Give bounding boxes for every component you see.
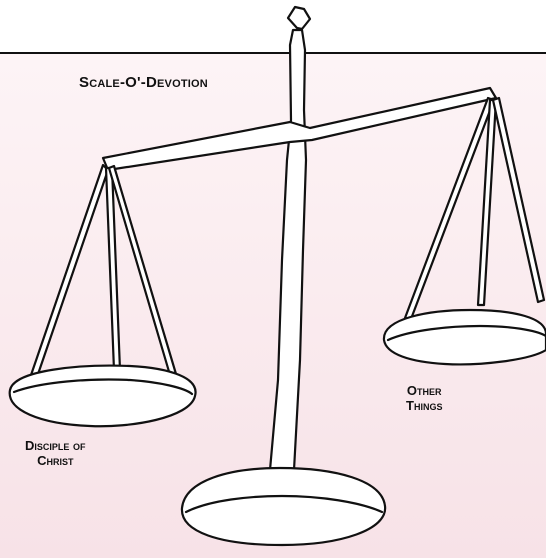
left-pan-label: Disciple of Christ [25, 438, 86, 468]
scale-base [182, 468, 385, 545]
scale-finial [288, 7, 310, 29]
left-pan [10, 366, 196, 427]
right-pan-label: Other Things [406, 383, 442, 413]
scale-post [270, 30, 306, 470]
left-pan-string [30, 165, 108, 380]
diagram-title: Scale-O'-Devotion [79, 74, 208, 91]
right-pan-label-line1: Other [406, 383, 442, 398]
right-pan [384, 310, 546, 364]
right-pan-string [493, 98, 544, 302]
left-pan-label-line2: Christ [25, 453, 86, 468]
left-pan-label-line1: Disciple of [25, 438, 86, 453]
right-pan-label-line2: Things [406, 398, 442, 413]
